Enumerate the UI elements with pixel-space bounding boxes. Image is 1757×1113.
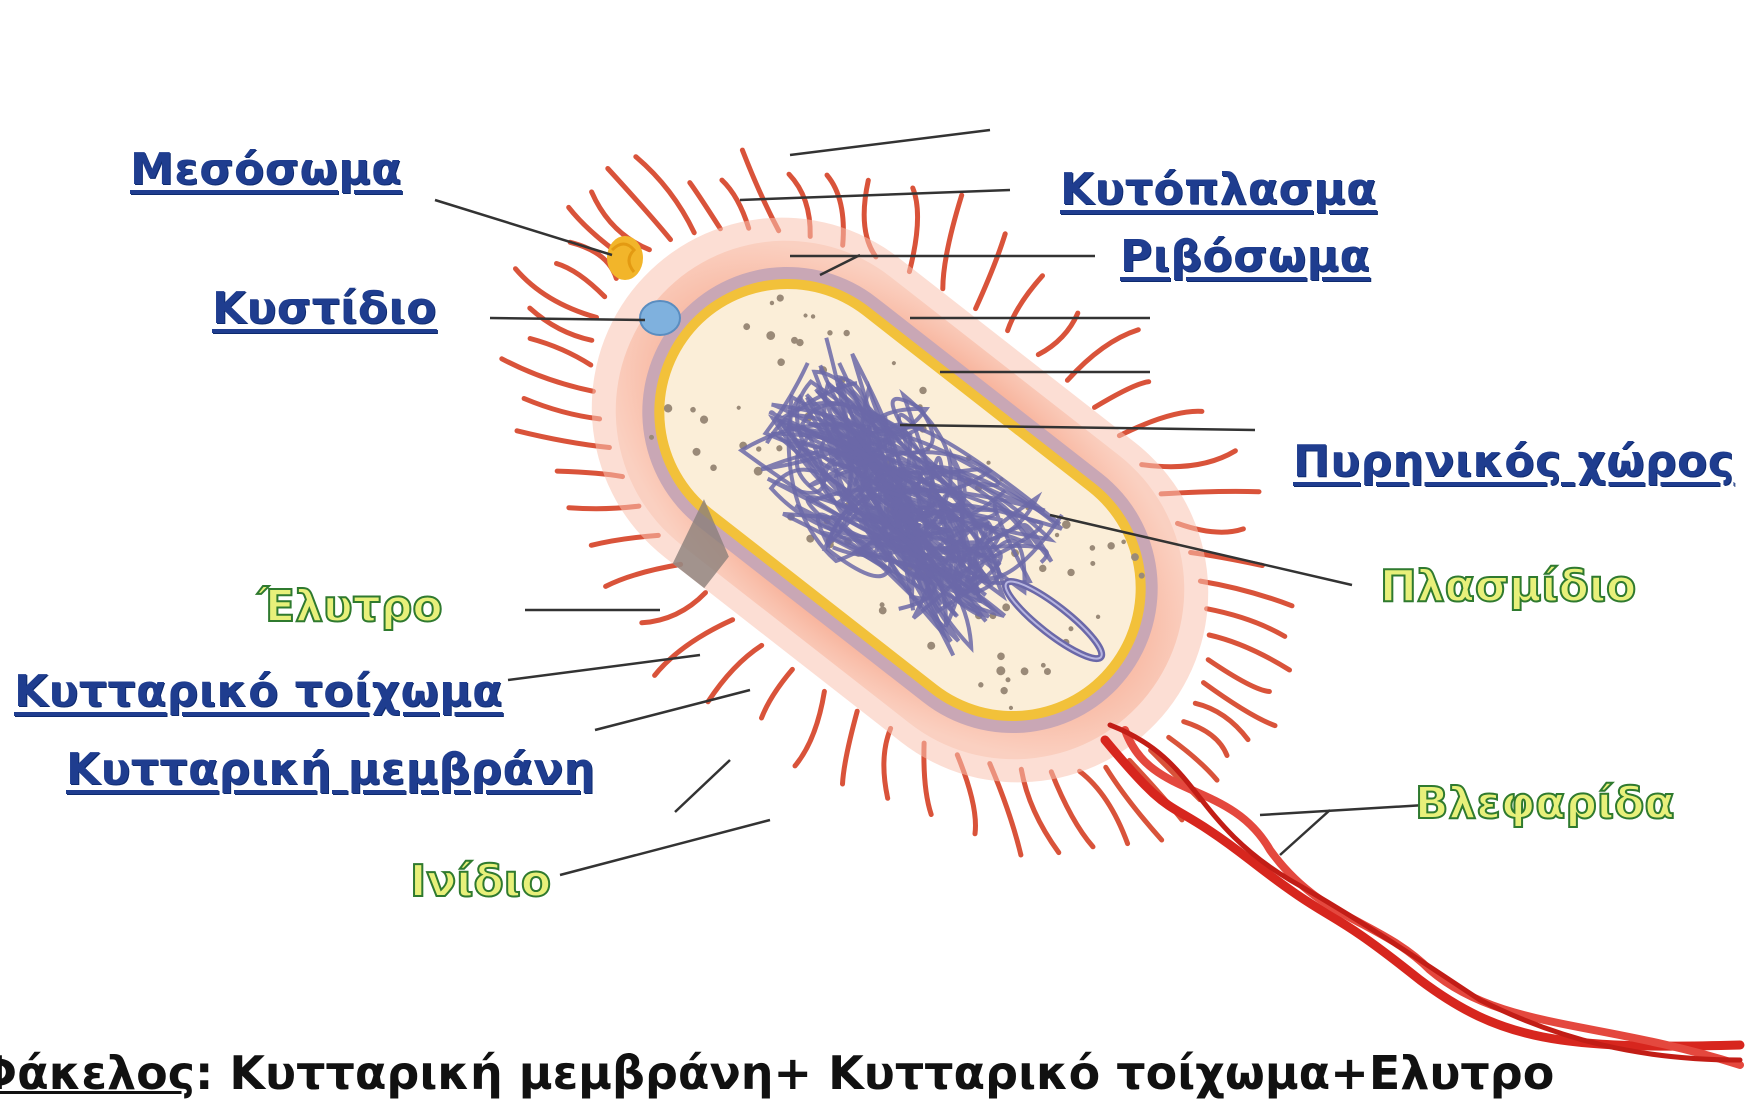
pilus <box>636 157 694 233</box>
pilus <box>909 188 917 272</box>
pilus <box>642 593 706 623</box>
label-kytoplasma: Κυτόπλασμα <box>1060 168 1377 212</box>
pilus <box>1207 609 1285 637</box>
pilus <box>1208 660 1269 692</box>
pilus <box>502 359 594 392</box>
label-vlefarida: Βλεφαρίδα <box>1415 782 1675 826</box>
pilus <box>795 691 824 766</box>
label-mesosoma: Μεσόσωμα <box>130 148 402 192</box>
pilus <box>1095 382 1149 408</box>
pilus <box>762 669 793 718</box>
label-kyttariki-membrani: Κυτταρική μεμβράνη <box>66 748 596 792</box>
pilus <box>1209 635 1289 670</box>
label-kyttariko-toichoma: Κυτταρικό τοίχωμα <box>14 670 503 714</box>
footer-text: : Κυτταρική μεμβράνη+ Κυτταρικό τοίχωμα+… <box>195 1046 1554 1100</box>
pilus <box>1080 771 1128 843</box>
footer-term: Φάκελος <box>0 1046 195 1100</box>
pilus <box>690 183 721 229</box>
pilus <box>524 399 600 419</box>
footer-definition: Φάκελος: Κυτταρική μεμβράνη+ Κυτταρικό τ… <box>0 1046 1554 1100</box>
pilus <box>1184 722 1227 756</box>
label-inidio: Ινίδιο <box>410 860 551 904</box>
flagellum <box>1105 725 1740 1065</box>
pilus <box>1051 772 1093 847</box>
label-plasmidio: Πλασμίδιο <box>1380 565 1636 609</box>
pilus <box>1038 313 1078 355</box>
pilus <box>722 180 749 228</box>
pilus <box>976 234 1006 309</box>
pilus <box>1119 411 1202 435</box>
pilus <box>606 564 681 586</box>
label-elytro: Έλυτρο <box>258 585 443 629</box>
pilus <box>943 195 962 289</box>
vesicle <box>640 301 680 335</box>
pilus <box>557 264 605 297</box>
pilus <box>655 620 733 676</box>
pilus <box>843 711 858 784</box>
pilus <box>1200 581 1292 606</box>
mesosome <box>607 236 643 280</box>
pilus <box>884 728 891 798</box>
pilus <box>1008 276 1043 331</box>
label-pyrinikos-choros: Πυρηνικός χώρος <box>1293 440 1734 484</box>
label-rivosoma: Ριβόσωμα <box>1120 235 1370 279</box>
label-kystidio: Κυστίδιο <box>212 287 437 331</box>
pilus <box>530 339 591 366</box>
